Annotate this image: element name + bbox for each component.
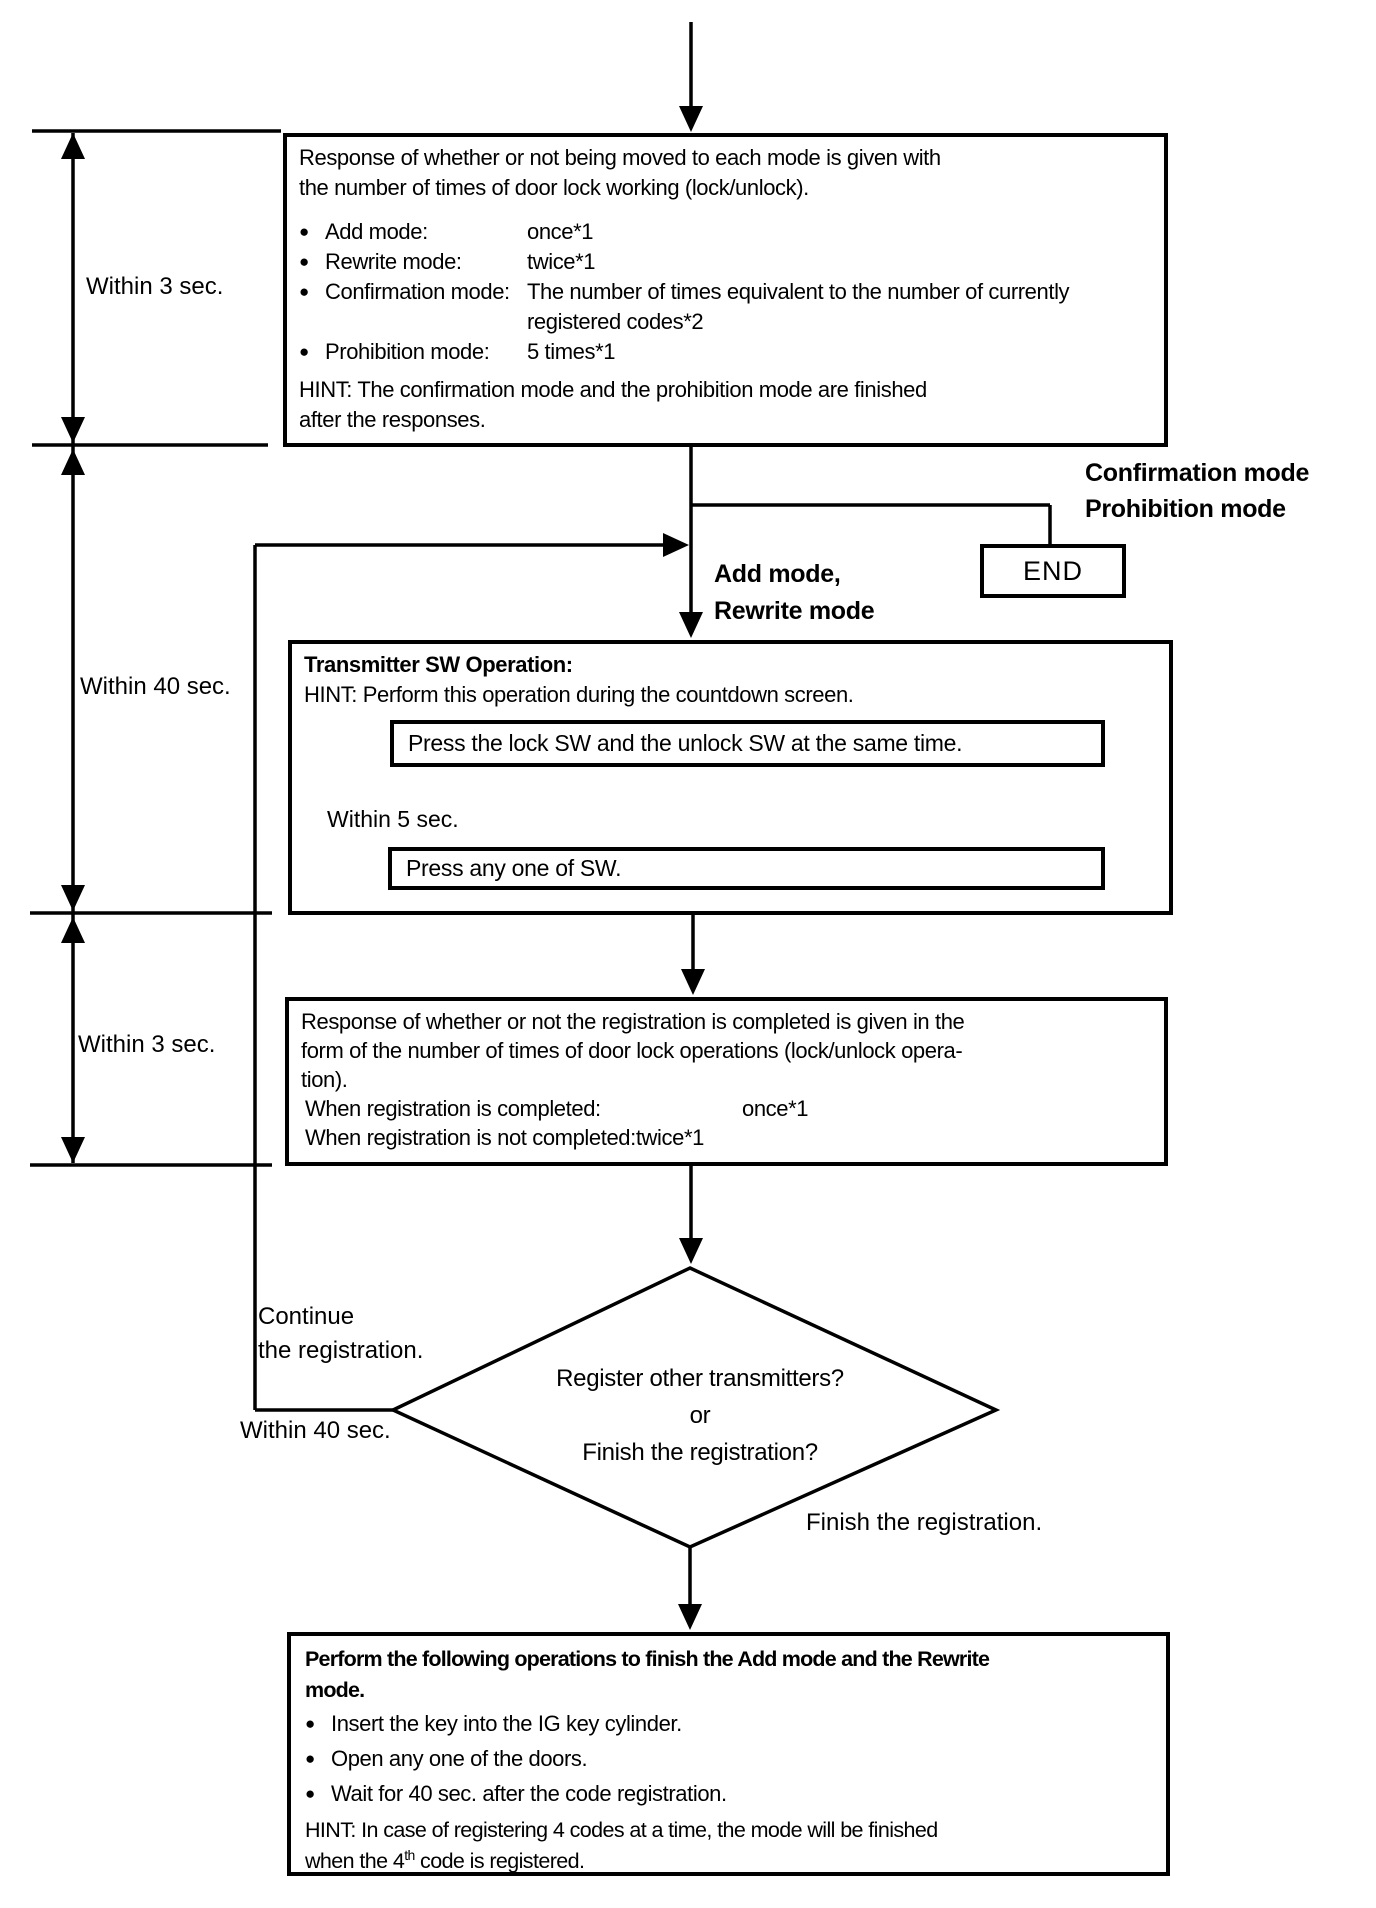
mode-row-add-label: Add mode: — [299, 217, 527, 247]
finish-bullet-insert-key-label: Insert the key into the IG key cylinder. — [331, 1711, 682, 1736]
label-add-rewrite: Add mode, Rewrite mode — [714, 556, 875, 630]
finish-hint-line2-prefix: when the 4 — [305, 1849, 405, 1873]
label-continue-registration: Continue the registration. — [258, 1300, 423, 1368]
dim-arrow-up-1 — [61, 133, 85, 159]
finish-bullet-open-door: Open any one of the doors. — [305, 1741, 1152, 1776]
box-finish-operations: Perform the following operations to fini… — [287, 1632, 1170, 1876]
spacer — [299, 203, 1152, 217]
mode-response-intro-line2: the number of times of door lock working… — [299, 175, 809, 200]
registration-not-completed-label: When registration is not completed: — [305, 1125, 636, 1150]
registration-completed-row: When registration is completed: once*1 — [301, 1094, 1152, 1123]
transmitter-sw-title: Transmitter SW Operation: — [304, 652, 573, 677]
label-within-5-sec: Within 5 sec. — [327, 806, 459, 832]
label-continue-line1: Continue — [258, 1303, 355, 1330]
mode-row-prohibition-value: 5 times*1 — [527, 339, 616, 364]
mode-response-hint-line2: after the responses. — [299, 407, 486, 432]
label-prohibition-mode: Prohibition mode — [1085, 495, 1286, 523]
label-continue-line2: the registration. — [258, 1337, 424, 1364]
label-within-40-sec-loop: Within 40 sec. — [240, 1417, 391, 1444]
label-add-mode: Add mode, — [714, 560, 841, 588]
mode-row-prohibition: Prohibition mode: 5 times*1 — [299, 337, 1152, 367]
loop-junction-arrowhead — [663, 533, 689, 557]
dim-arrow-down-2 — [61, 417, 85, 443]
step-press-lock-unlock: Press the lock SW and the unlock SW at t… — [390, 720, 1105, 767]
end-label: END — [1022, 555, 1083, 586]
arrowhead-b-c — [681, 969, 705, 995]
step-press-any-sw: Press any one of SW. — [388, 847, 1105, 890]
registration-completed-value: once*1 — [742, 1096, 809, 1121]
mode-row-confirmation-value: The number of times equivalent to the nu… — [527, 279, 1070, 334]
finish-bullet-wait-40-label: Wait for 40 sec. after the code registra… — [331, 1781, 727, 1806]
registration-response-line1: Response of whether or not the registrat… — [301, 1009, 965, 1034]
entry-arrowhead — [679, 106, 703, 132]
decision-text: Register other transmitters? or Finish t… — [430, 1360, 970, 1471]
label-within-3-sec-top: Within 3 sec. — [86, 273, 224, 300]
mode-row-confirmation-label: Confirmation mode: — [299, 277, 527, 307]
finish-hint-line1: HINT: In case of registering 4 codes at … — [305, 1818, 938, 1842]
mode-row-add: Add mode: once*1 — [299, 217, 1152, 247]
label-confirmation-mode: Confirmation mode — [1085, 459, 1310, 487]
mode-row-rewrite-value: twice*1 — [527, 249, 596, 274]
dim-arrow-down-3 — [61, 885, 85, 911]
label-confirmation-prohibition: Confirmation mode Prohibition mode — [1085, 455, 1309, 527]
finish-bullet-wait-40: Wait for 40 sec. after the code registra… — [305, 1776, 1152, 1811]
mode-response-hint-line1: HINT: The confirmation mode and the proh… — [299, 377, 927, 402]
finish-bullet-open-door-label: Open any one of the doors. — [331, 1746, 588, 1771]
arrowhead-diamond-d — [678, 1604, 702, 1630]
label-finish-registration: Finish the registration. — [806, 1509, 1043, 1536]
registration-response-line3: tion). — [301, 1067, 348, 1092]
label-rewrite-mode: Rewrite mode — [714, 597, 875, 625]
dim-arrow-down-4 — [61, 1137, 85, 1163]
end-node: END — [980, 544, 1126, 598]
mode-row-rewrite: Rewrite mode: twice*1 — [299, 247, 1152, 277]
finish-hint-line2-suffix: code is registered. — [414, 1849, 585, 1873]
mode-row-rewrite-label: Rewrite mode: — [299, 247, 527, 277]
mode-row-confirmation: Confirmation mode: The number of times e… — [299, 277, 1152, 337]
registration-not-completed-row: When registration is not completed: twic… — [301, 1123, 1152, 1152]
decision-line3: Finish the registration? — [582, 1439, 818, 1466]
spacer — [299, 367, 1152, 375]
finish-intro-line1: Perform the following operations to fini… — [305, 1647, 990, 1671]
mode-row-prohibition-label: Prohibition mode: — [299, 337, 527, 367]
decision-line1: Register other transmitters? — [556, 1365, 844, 1392]
registration-completed-label: When registration is completed: — [305, 1096, 601, 1121]
decision-line2: or — [689, 1402, 711, 1429]
arrowhead-c-diamond — [679, 1238, 703, 1264]
mode-row-add-value: once*1 — [527, 219, 594, 244]
dim-arrow-up-3 — [61, 917, 85, 943]
finish-hint-line2: when the 4th code is registered. — [305, 1846, 1152, 1877]
label-within-3-sec-bottom: Within 3 sec. — [78, 1031, 216, 1058]
finish-intro-line2: mode. — [305, 1678, 365, 1702]
label-within-40-sec: Within 40 sec. — [80, 673, 231, 700]
arrowhead-a-b — [679, 612, 703, 638]
box-mode-response: Response of whether or not being moved t… — [283, 133, 1168, 447]
transmitter-sw-hint: HINT: Perform this operation during the … — [304, 682, 854, 707]
finish-bullet-insert-key: Insert the key into the IG key cylinder. — [305, 1706, 1152, 1741]
step-press-any-sw-label: Press any one of SW. — [406, 855, 622, 881]
dim-arrow-up-2 — [61, 449, 85, 475]
finish-hint-line2-superscript: th — [404, 1846, 415, 1863]
mode-response-intro-line1: Response of whether or not being moved t… — [299, 145, 941, 170]
registration-response-line2: form of the number of times of door lock… — [301, 1038, 963, 1063]
step-press-lock-unlock-label: Press the lock SW and the unlock SW at t… — [408, 730, 963, 756]
registration-not-completed-value: twice*1 — [635, 1125, 705, 1150]
box-registration-response: Response of whether or not the registrat… — [285, 997, 1168, 1166]
